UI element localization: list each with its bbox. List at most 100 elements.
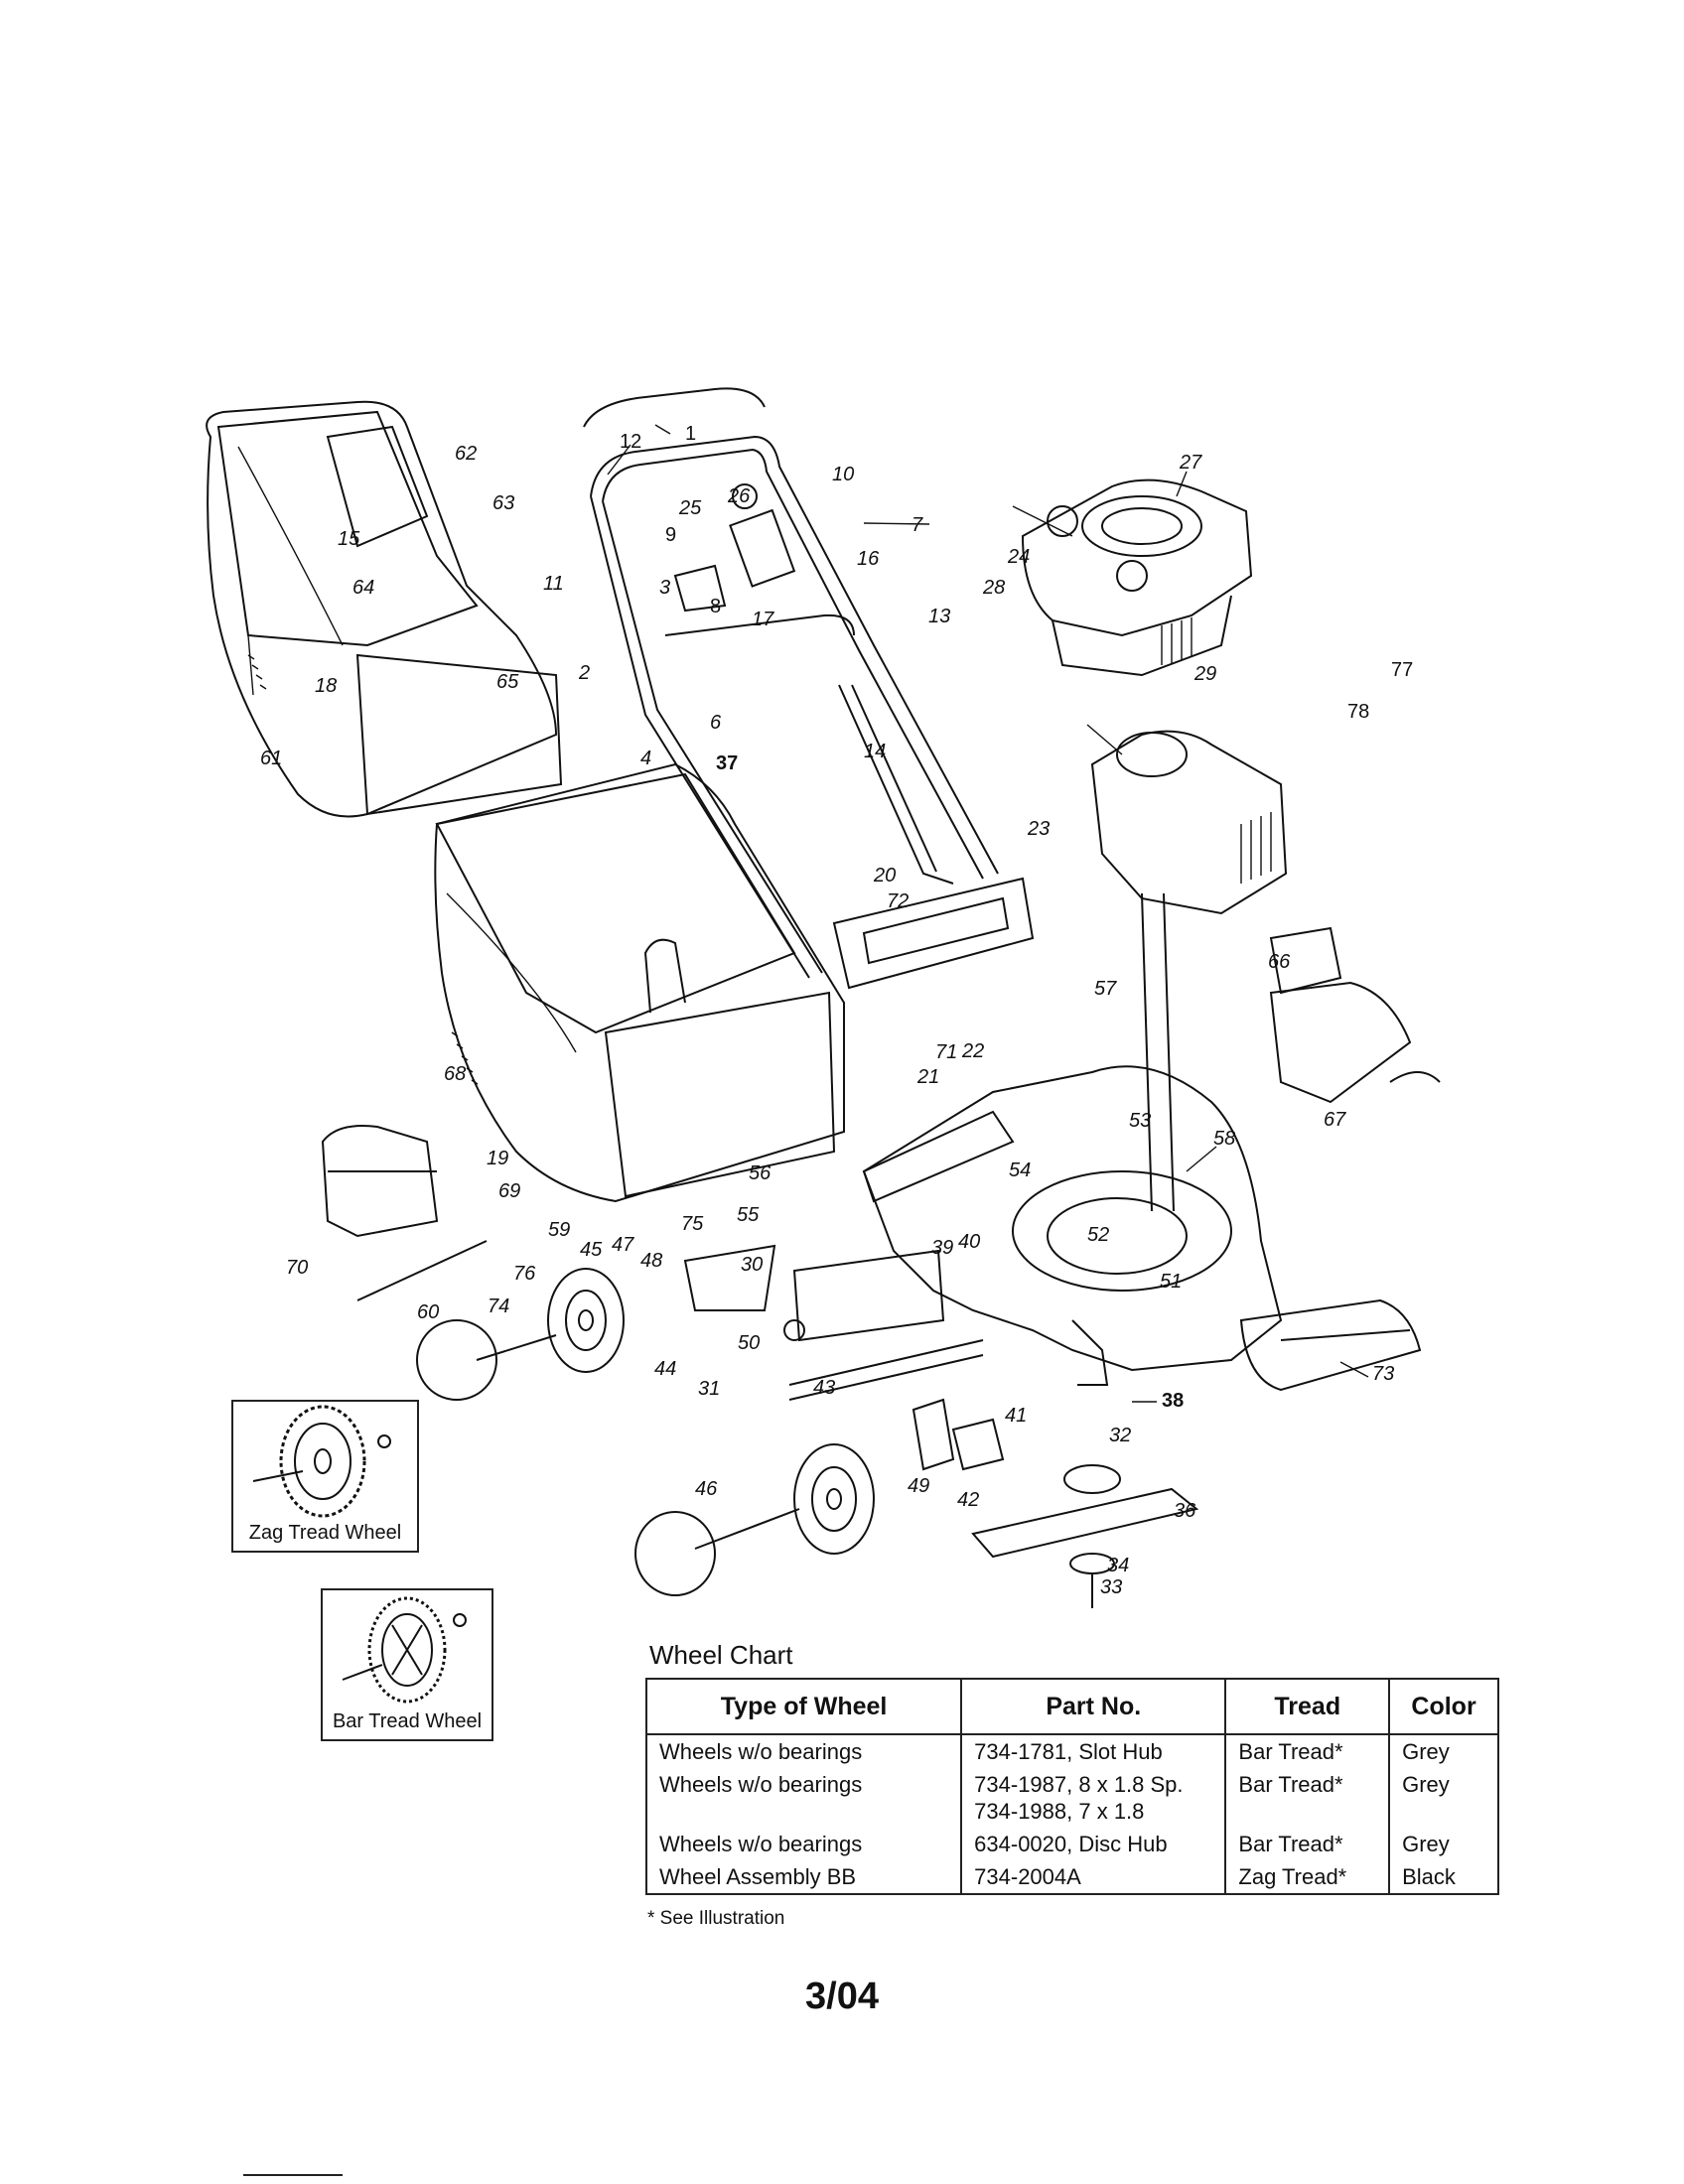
callout-1: 1	[685, 423, 696, 445]
cell-part: 734-1987, 8 x 1.8 Sp.734-1988, 7 x 1.8	[960, 1768, 1227, 1828]
callout-64: 64	[352, 577, 374, 599]
axle-and-adjusters	[356, 1240, 1005, 1471]
callout-55: 55	[737, 1204, 760, 1226]
table-row: Wheels w/o bearings 734-1987, 8 x 1.8 Sp…	[644, 1768, 1499, 1828]
callout-10: 10	[832, 464, 854, 485]
callout-69: 69	[498, 1180, 520, 1202]
callout-9: 9	[665, 524, 676, 546]
callout-29: 29	[1193, 663, 1216, 685]
front-wheel	[634, 1443, 875, 1596]
callout-7: 7	[912, 514, 923, 536]
cell-color: Grey	[1388, 1734, 1499, 1768]
callout-62: 62	[455, 443, 477, 465]
callout-15: 15	[338, 528, 360, 550]
callout-47: 47	[612, 1234, 634, 1256]
wheel-chart-table: Type of Wheel Part No. Tread Color Wheel…	[644, 1678, 1499, 1895]
wheel-chart-header-row: Type of Wheel Part No. Tread Color	[644, 1678, 1499, 1735]
bar-tread-wheel-inset: Bar Tread Wheel	[321, 1588, 493, 1741]
callout-31: 31	[698, 1378, 720, 1400]
callout-66: 66	[1268, 951, 1291, 973]
callout-33: 33	[1100, 1576, 1122, 1598]
callout-2: 2	[578, 662, 590, 684]
callout-13: 13	[928, 606, 950, 627]
callout-28: 28	[982, 577, 1005, 599]
cell-type: Wheels w/o bearings	[644, 1734, 963, 1768]
callout-56: 56	[749, 1162, 772, 1184]
callout-24: 24	[1007, 546, 1030, 568]
callout-labels: 1 2 3 4 6 7 8 9 10 11 12 13 14 15 16 17 …	[260, 423, 1413, 1598]
callout-8: 8	[710, 596, 721, 617]
callout-43: 43	[813, 1377, 835, 1399]
callout-51: 51	[1160, 1271, 1182, 1293]
callout-53: 53	[1129, 1110, 1151, 1132]
callout-45: 45	[580, 1239, 603, 1261]
cell-part-line2: 734-1988, 7 x 1.8	[974, 1799, 1145, 1824]
cell-type: Wheel Assembly BB	[644, 1860, 963, 1895]
callout-46: 46	[695, 1478, 718, 1500]
header-part-no: Part No.	[960, 1678, 1227, 1735]
callout-74: 74	[488, 1296, 509, 1317]
table-row: Wheels w/o bearings 734-1781, Slot Hub B…	[644, 1734, 1499, 1768]
zag-tread-wheel-inset: Zag Tread Wheel	[231, 1400, 419, 1553]
engine-upper	[1012, 478, 1253, 677]
callout-12: 12	[620, 431, 641, 453]
bottom-rule	[243, 2174, 343, 2176]
callout-63: 63	[492, 492, 514, 514]
engine-lower	[1086, 724, 1288, 1212]
callout-30: 30	[741, 1254, 763, 1276]
zag-tread-wheel-icon	[252, 1405, 391, 1518]
zag-tread-wheel-label: Zag Tread Wheel	[248, 1522, 402, 1544]
callout-59: 59	[548, 1219, 570, 1241]
rear-wheel-left	[416, 1268, 625, 1401]
callout-39: 39	[931, 1237, 953, 1259]
callout-34: 34	[1107, 1555, 1129, 1576]
callout-75: 75	[681, 1213, 704, 1235]
callout-14: 14	[864, 741, 886, 762]
grass-bag-lower	[434, 762, 845, 1203]
callout-68: 68	[444, 1063, 466, 1085]
callout-73: 73	[1372, 1363, 1394, 1385]
cell-color: Grey	[1388, 1768, 1499, 1828]
cell-type: Wheels w/o bearings	[644, 1768, 963, 1828]
callout-41: 41	[1005, 1405, 1027, 1427]
table-row: Wheels w/o bearings 634-0020, Disc Hub B…	[644, 1828, 1499, 1860]
callout-27: 27	[1179, 452, 1202, 474]
callout-65: 65	[496, 671, 519, 693]
wheel-chart-title: Wheel Chart	[649, 1640, 793, 1670]
cell-part: 634-0020, Disc Hub	[960, 1828, 1227, 1860]
callout-48: 48	[640, 1250, 662, 1272]
callout-36: 36	[1174, 1500, 1196, 1522]
callout-3: 3	[659, 577, 670, 599]
header-type: Type of Wheel	[644, 1678, 963, 1735]
callout-52: 52	[1087, 1224, 1109, 1246]
cell-tread: Bar Tread*	[1224, 1828, 1391, 1860]
callout-40: 40	[958, 1231, 980, 1253]
callout-70: 70	[286, 1257, 308, 1279]
callout-6: 6	[710, 712, 722, 734]
callout-71: 71	[935, 1041, 957, 1063]
callout-38: 38	[1162, 1390, 1184, 1412]
bar-tread-wheel-icon	[342, 1596, 467, 1704]
callout-16: 16	[857, 548, 880, 570]
callout-60: 60	[417, 1301, 439, 1323]
callout-20: 20	[873, 865, 896, 887]
cell-part: 734-2004A	[960, 1860, 1227, 1895]
mower-deck	[783, 1065, 1283, 1386]
callout-26: 26	[727, 485, 751, 507]
leader-lines	[607, 424, 1369, 1403]
table-row: Wheel Assembly BB 734-2004A Zag Tread* B…	[644, 1860, 1499, 1895]
cell-part-line1: 734-1987, 8 x 1.8 Sp.	[974, 1772, 1184, 1797]
blade-assembly	[971, 1464, 1199, 1608]
callout-11: 11	[543, 573, 564, 595]
callout-21: 21	[916, 1066, 939, 1088]
grass-bag-upper	[206, 400, 563, 818]
callout-78: 78	[1347, 701, 1369, 723]
callout-44: 44	[654, 1358, 676, 1380]
callout-54: 54	[1009, 1160, 1031, 1181]
callout-17: 17	[752, 609, 774, 630]
callout-18: 18	[315, 675, 337, 697]
rear-flap	[1239, 1298, 1422, 1392]
callout-37: 37	[716, 752, 738, 774]
callout-32: 32	[1109, 1425, 1131, 1446]
